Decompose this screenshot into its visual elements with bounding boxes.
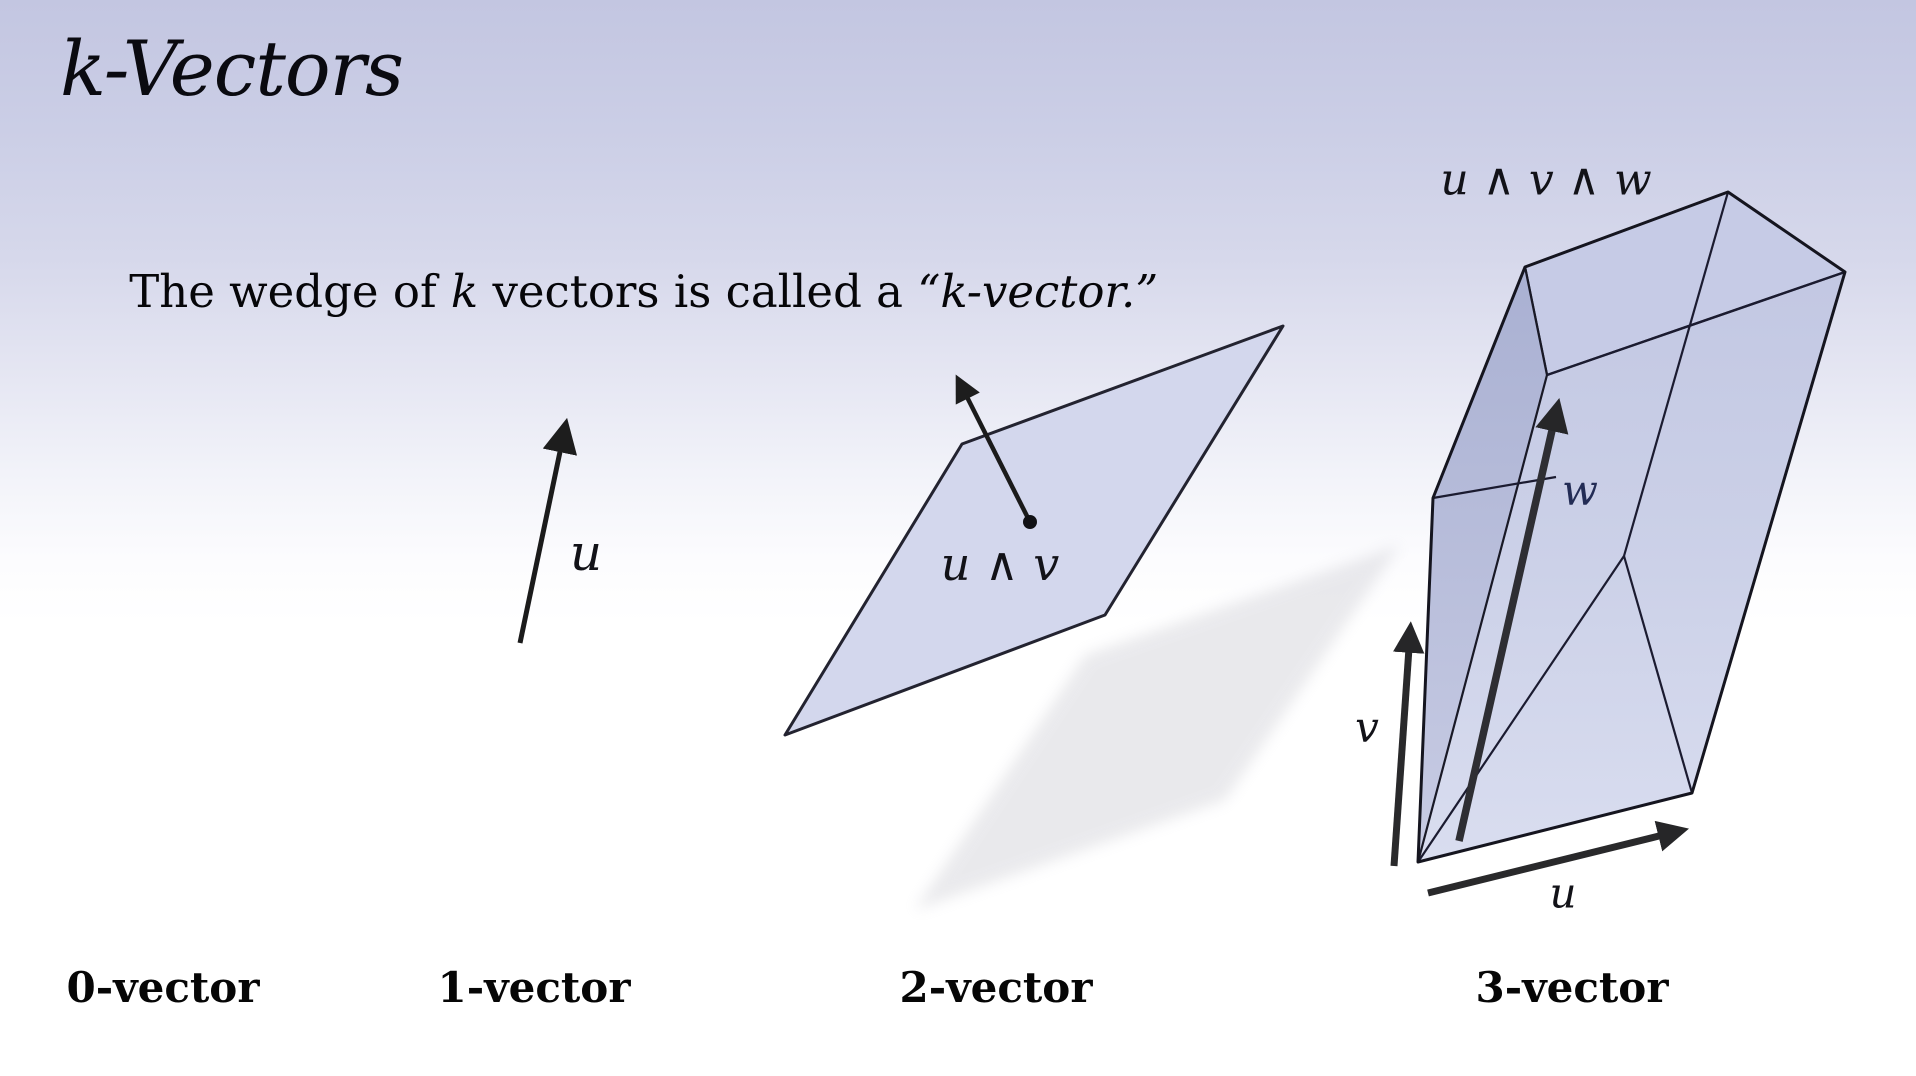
parallelepiped-outline: [1416, 190, 1847, 864]
label-u-wedge-v-wedge-w: u ∧ v ∧ w: [1440, 154, 1652, 206]
caption-1-vector: 1-vector: [437, 963, 631, 1012]
label-u-1vector: u: [569, 524, 603, 582]
label-u-wedge-v: u ∧ v: [940, 537, 1060, 591]
caption-3-vector: 3-vector: [1475, 963, 1669, 1012]
page-title: k-Vectors: [60, 24, 404, 113]
sentence-part2: vectors is called a: [478, 265, 918, 318]
label-v-3vector: v: [1355, 702, 1379, 752]
wedge-plane-parallelogram: [783, 324, 1285, 737]
sentence-quote-italic: “k-vector.”: [917, 265, 1159, 318]
parallelepiped-3vector: [1416, 190, 1847, 864]
plane-shadow: [915, 545, 1400, 910]
vector-u-arrow: [517, 417, 578, 644]
sentence-k-italic: k: [450, 265, 479, 318]
plane-normal-base-dot: [1023, 515, 1037, 529]
caption-2-vector: 2-vector: [899, 963, 1093, 1012]
span-w-arrow: [1455, 398, 1569, 842]
label-w-3vector: w: [1562, 465, 1598, 515]
label-u-3vector: u: [1549, 868, 1577, 918]
parallelepiped-hidden-edges: [1417, 191, 1846, 863]
caption-0-vector: 0-vector: [66, 963, 260, 1012]
span-u-arrow: [1427, 820, 1689, 897]
span-v-arrow: [1390, 621, 1425, 867]
sentence-part1: The wedge of: [129, 265, 451, 318]
plane-normal-arrow: [955, 374, 1033, 524]
body-sentence: The wedge of k vectors is called a “k-ve…: [72, 212, 1158, 371]
